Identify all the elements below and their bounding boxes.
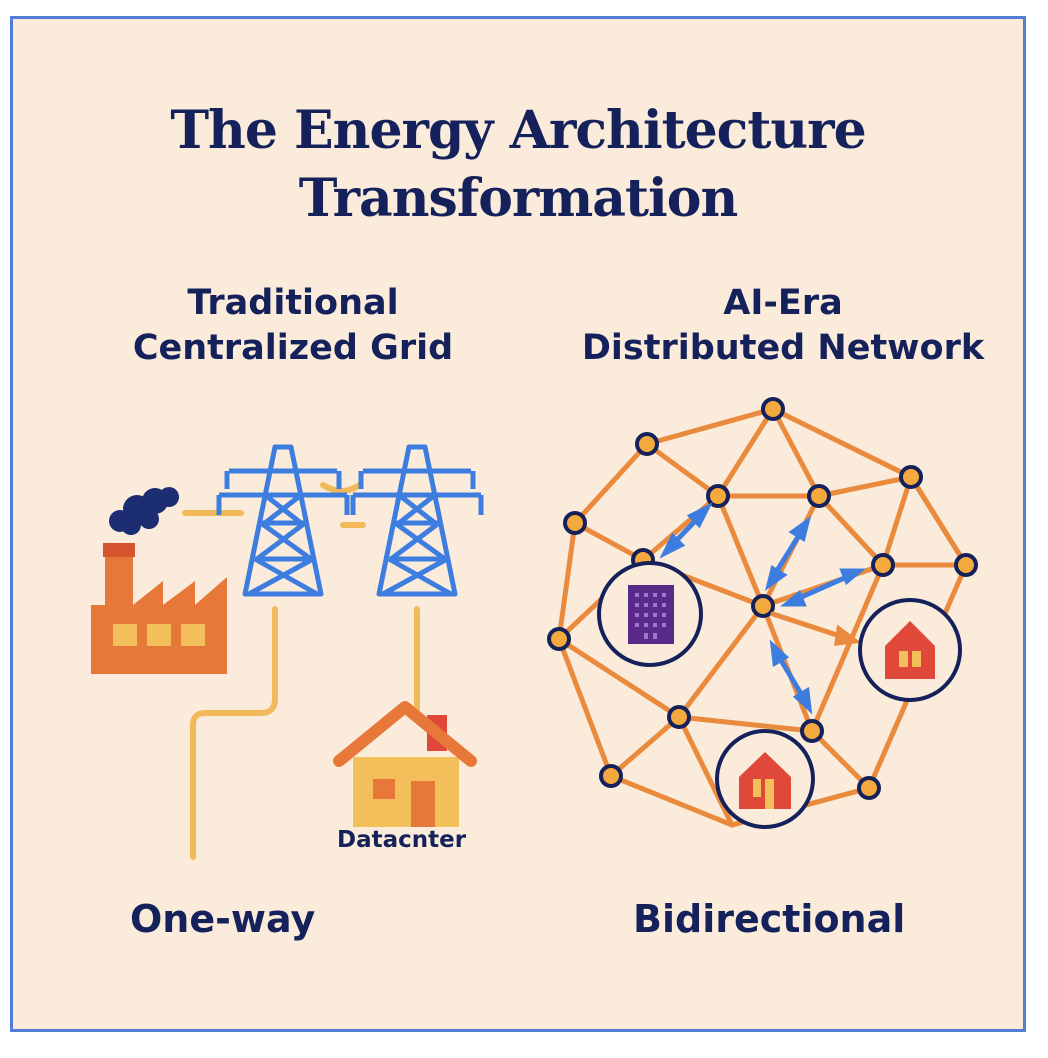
network-nodes bbox=[547, 397, 978, 800]
smoke-icon bbox=[109, 487, 179, 535]
left-heading-line-1: Traditional bbox=[187, 283, 399, 323]
diagram-art bbox=[91, 397, 978, 860]
house-icon bbox=[333, 701, 477, 827]
left-heading: Traditional Centralized Grid bbox=[73, 281, 513, 371]
right-heading-line-2: Distributed Network bbox=[581, 328, 985, 368]
bidirectional-arrow-icon bbox=[764, 516, 812, 591]
transmission-tower-icon bbox=[216, 444, 350, 597]
building-icon bbox=[628, 585, 674, 644]
right-heading: AI-Era Distributed Network bbox=[533, 281, 1023, 371]
left-heading-line-2: Centralized Grid bbox=[132, 328, 454, 368]
house-node bbox=[858, 598, 962, 702]
power-lines bbox=[182, 482, 420, 860]
page-title: The Energy Architecture Transformation bbox=[13, 97, 1023, 233]
title-line-1: The Energy Architecture bbox=[170, 100, 866, 161]
bidirectional-arrow-icon bbox=[780, 568, 866, 607]
factory-icon bbox=[91, 543, 227, 674]
bidirectional-arrow-icon bbox=[659, 502, 713, 559]
right-heading-line-1: AI-Era bbox=[723, 283, 843, 323]
infographic-panel: The Energy Architecture Transformation T… bbox=[10, 16, 1026, 1032]
house-label: Datacnter bbox=[337, 827, 467, 853]
flow-arrow-icon bbox=[770, 611, 862, 646]
bidirectional-arrow-icon bbox=[769, 639, 813, 715]
left-footer: One-way bbox=[130, 897, 316, 941]
transmission-tower-icon bbox=[350, 444, 484, 597]
house-icon bbox=[739, 752, 791, 809]
title-line-2: Transformation bbox=[298, 168, 739, 229]
building-node bbox=[597, 561, 703, 667]
house-icon bbox=[885, 621, 935, 679]
house-node bbox=[715, 729, 815, 829]
right-footer: Bidirectional bbox=[633, 897, 906, 941]
